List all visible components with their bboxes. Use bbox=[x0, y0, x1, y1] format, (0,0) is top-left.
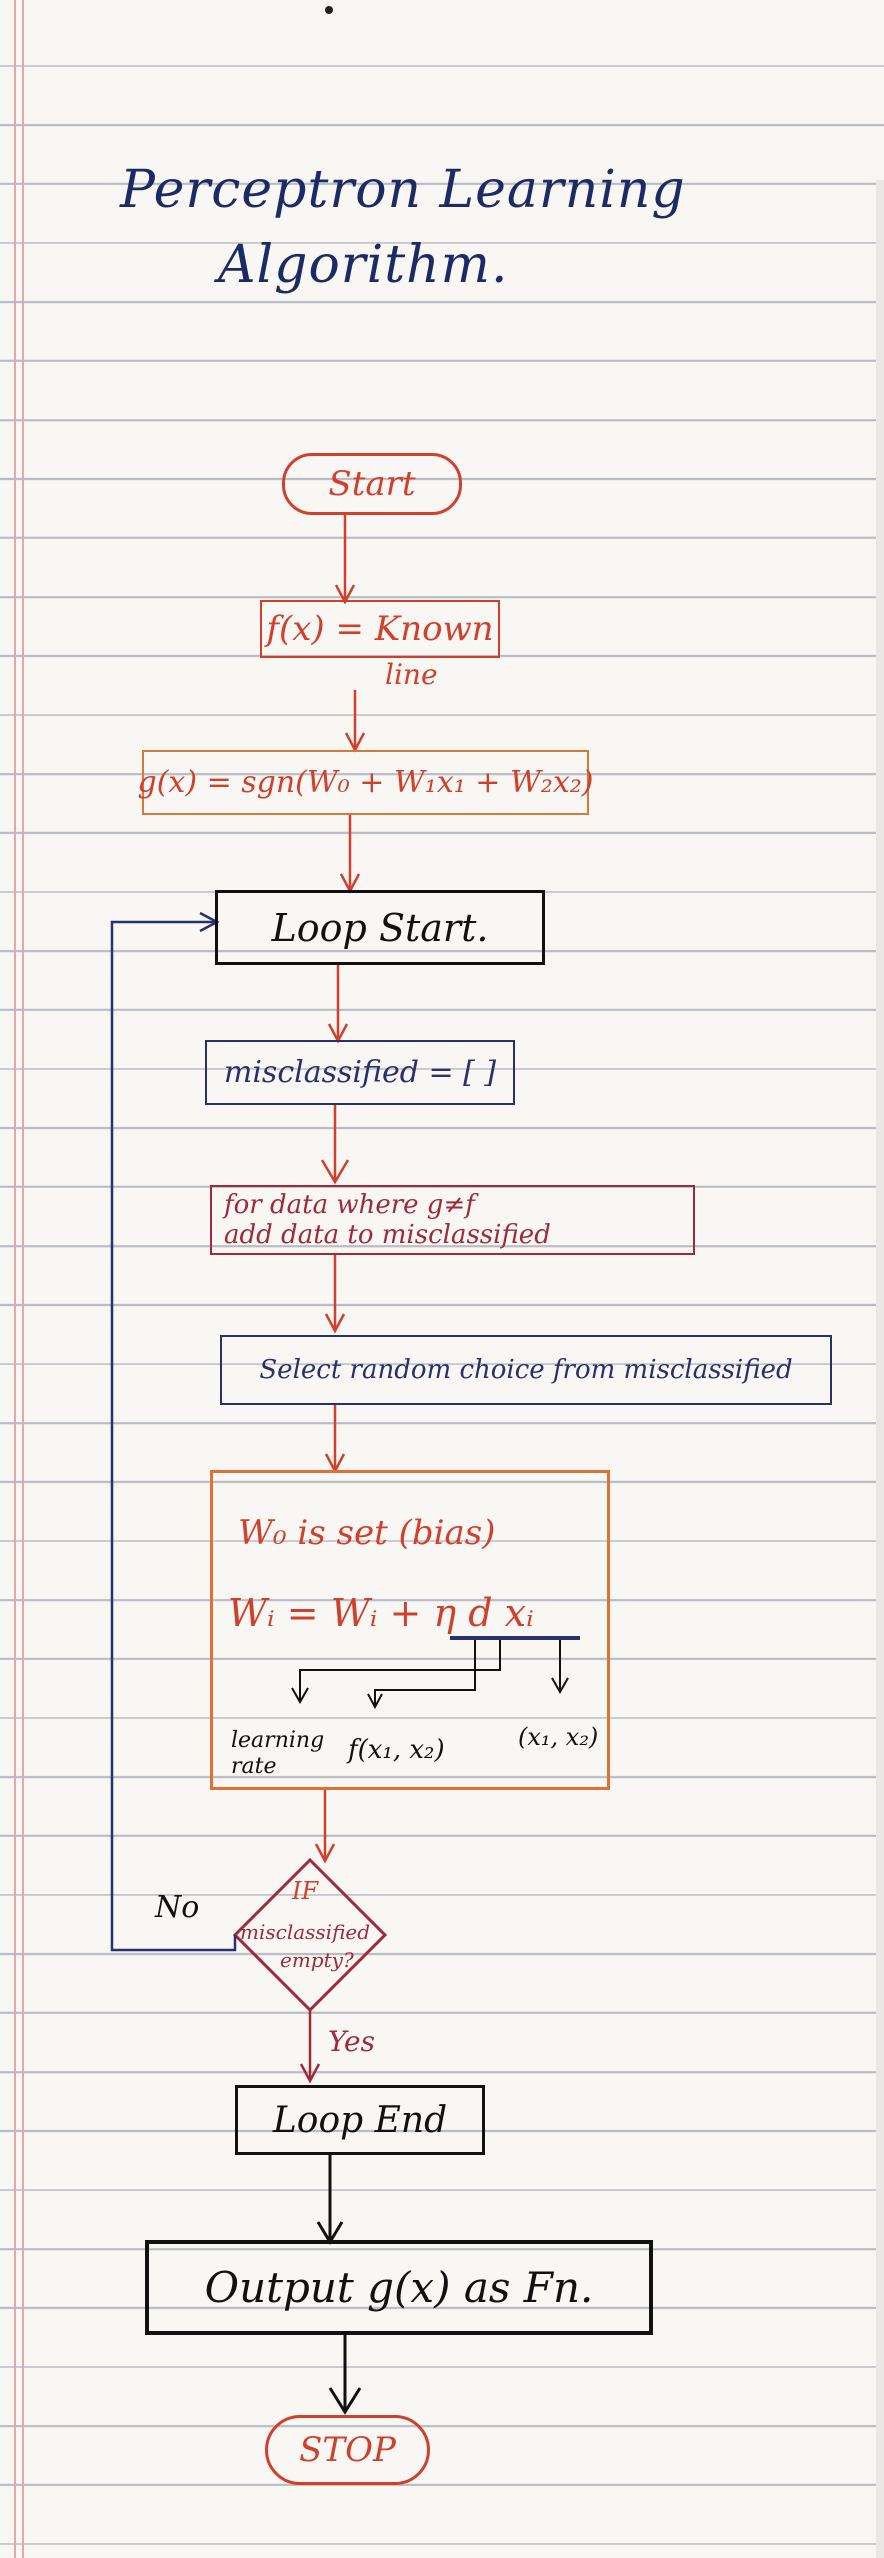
known-function-box: f(x) = Known bbox=[260, 600, 500, 658]
update-pointer-arrows bbox=[291, 1640, 569, 1710]
hypothesis-box: g(x) = sgn(W₀ + W₁x₁ + W₂x₂) bbox=[138, 750, 593, 815]
margin-line-left bbox=[14, 0, 16, 2558]
ink-dot bbox=[325, 6, 333, 14]
update-rule-line: Wᵢ = Wᵢ + η d xᵢ bbox=[228, 1591, 534, 1635]
margin-line-left-inner bbox=[22, 0, 24, 2558]
loop-end-box: Loop End bbox=[235, 2085, 485, 2155]
target-function-label: f(x₁, x₂) bbox=[348, 1735, 445, 1765]
known-sublabel: line bbox=[385, 658, 438, 691]
yes-label: Yes bbox=[328, 2025, 375, 2058]
for-data-box: for data where g≠f add data to misclassi… bbox=[210, 1185, 695, 1255]
misclassified-init-box: misclassified = [ ] bbox=[205, 1040, 515, 1105]
arrowhead-1 bbox=[334, 584, 356, 605]
decision-if: IF bbox=[292, 1877, 319, 1905]
learning-rate-label: learning rate bbox=[231, 1728, 325, 1779]
for-data-line-1: for data where g≠f bbox=[224, 1190, 475, 1220]
bias-line: W₀ is set (bias) bbox=[238, 1513, 496, 1553]
no-label: No bbox=[155, 1890, 200, 1925]
decision-empty: empty? bbox=[280, 1948, 354, 1972]
for-data-line-2: add data to misclassified bbox=[224, 1220, 551, 1250]
start-node: Start bbox=[282, 453, 462, 515]
title-line-2: Algorithm. bbox=[218, 235, 509, 295]
decision-condition: misclassified bbox=[240, 1920, 371, 1944]
page-edge bbox=[876, 180, 884, 2558]
weight-update-box: W₀ is set (bias) Wᵢ = Wᵢ + η d xᵢ learni… bbox=[210, 1470, 610, 1790]
input-label: (x₁, x₂) bbox=[518, 1723, 599, 1751]
stop-node: STOP bbox=[265, 2415, 430, 2485]
select-random-box: Select random choice from misclassified bbox=[220, 1335, 832, 1405]
output-box: Output g(x) as Fn. bbox=[145, 2240, 653, 2335]
title-line-1: Perceptron Learning bbox=[120, 160, 686, 220]
loop-start-box: Loop Start. bbox=[215, 890, 545, 965]
